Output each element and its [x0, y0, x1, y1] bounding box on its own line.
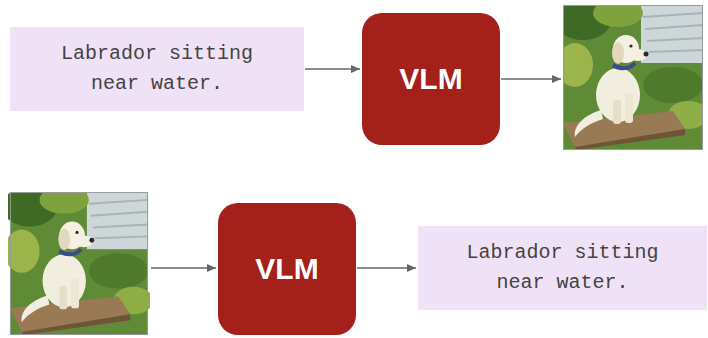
- flow-arrow: [305, 68, 360, 70]
- flow-arrow: [501, 78, 561, 80]
- model-box: VLM: [218, 203, 356, 335]
- model-box: VLM: [362, 13, 500, 145]
- flow-arrow: [151, 267, 216, 269]
- caption-text: Labrador sitting near water.: [453, 238, 672, 298]
- dog-photo: [2, 186, 153, 335]
- text-prompt-box: Labrador sitting near water.: [10, 27, 304, 111]
- model-label: VLM: [399, 62, 462, 96]
- caption-text: Labrador sitting near water.: [45, 39, 269, 99]
- text-output-box: Labrador sitting near water.: [418, 226, 707, 310]
- model-label: VLM: [255, 252, 318, 286]
- flow-arrow: [357, 267, 416, 269]
- dog-photo: [555, 0, 708, 150]
